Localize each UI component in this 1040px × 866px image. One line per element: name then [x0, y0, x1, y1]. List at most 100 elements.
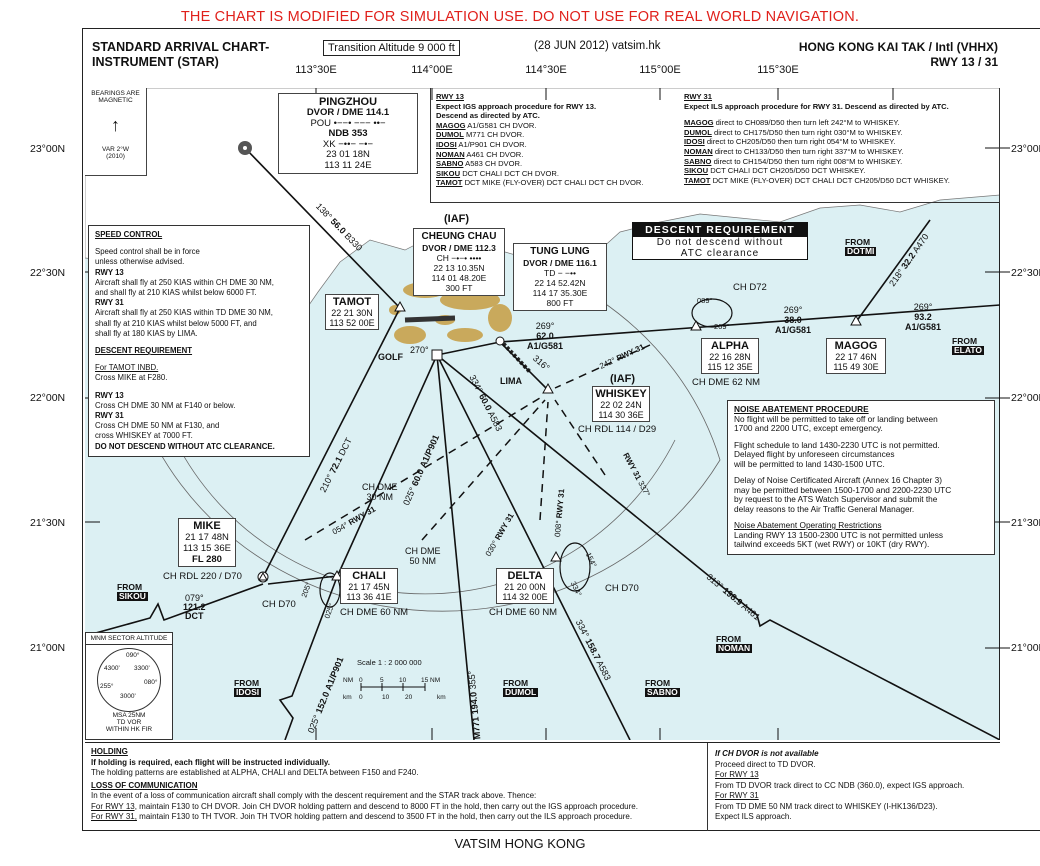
text-line: tailwind exceeds 5KT (wet RWY) or 10KT (…: [734, 539, 930, 549]
airway: A1/G581: [527, 341, 564, 351]
whiskey-radial: CH RDL 114 / D29: [578, 424, 657, 435]
route-noman: [436, 354, 1000, 740]
fix: SABNO: [684, 156, 712, 166]
course: 355°: [466, 670, 478, 690]
navaid-name: TUNG LUNG: [530, 246, 590, 257]
distance: 121.2: [183, 602, 206, 612]
fix: SIKOU: [436, 168, 461, 178]
route-desc: direct to CH205/D50 then turn right 054°…: [706, 137, 896, 147]
text-line: RWY 31: [95, 411, 124, 421]
course: 079°: [184, 593, 204, 603]
text-line: RWY 13: [95, 390, 124, 400]
longitude: 113 15 36E: [183, 543, 231, 554]
scale-tick: 10: [399, 677, 407, 684]
warning-line: DO NOT DESCEND WITHOUT ATC CLEARANCE.: [95, 441, 275, 451]
text-line: Aircraft shall fly at 250 KIAS within CH…: [95, 277, 274, 287]
dme-label: 30 NM: [366, 492, 393, 502]
text-line: and shall fly at 210 KIAS whilst below 6…: [95, 288, 257, 298]
airway: DCT: [185, 611, 204, 621]
text-line: may be permitted between 1500-1700 and 2…: [734, 484, 952, 495]
route-mike-chali: [267, 575, 338, 585]
longitude: 114 32 00E: [502, 592, 548, 602]
runway: RWY 31: [554, 488, 567, 519]
alpha-hold-inbound: 269°: [714, 322, 730, 331]
route-elato-alpha: [499, 304, 1000, 343]
navaid-type: DVOR / DME 114.1: [306, 107, 390, 118]
dme-label: CH DME: [362, 482, 398, 492]
text-line: cross WHISKEY at 7000 FT.: [95, 431, 193, 441]
course: 008°: [553, 520, 564, 538]
text-line: Cross MIKE at F280.: [95, 373, 168, 383]
footer-organization: VATSIM HONG KONG: [454, 836, 586, 851]
waypoint-name: ALPHA: [711, 340, 749, 352]
from-word: FROM: [503, 678, 529, 688]
fix: SABNO: [436, 159, 464, 169]
msa-footer: WITHIN HK FIR: [105, 726, 153, 733]
airway: A1/G581: [905, 322, 942, 332]
runway-13-approach-hatch: [404, 315, 456, 323]
fix: SIKOU: [684, 166, 709, 176]
course: 269°: [535, 321, 555, 331]
scale-tick: 20: [405, 694, 413, 701]
dme-label: 50 NM: [409, 556, 436, 566]
fix: TAMOT: [436, 178, 463, 188]
text-line: In the event of a loss of communication …: [91, 791, 537, 800]
latitude: 21 17 48N: [185, 532, 229, 543]
graticule-ticks: [85, 88, 1010, 740]
waypoint-lima: LIMA: [500, 376, 522, 386]
text-line: Flight schedule to land 1430-2230 UTC is…: [734, 439, 940, 450]
scale-tick: 0: [359, 694, 363, 701]
route-idosi: [278, 576, 338, 740]
rwy13-track: 270°: [410, 345, 429, 355]
bottom-notes: HOLDING If holding is required, each fli…: [85, 742, 1000, 831]
alpha-dme: CH DME 62 NM: [692, 377, 761, 388]
entry-fix: DOTMI: [845, 246, 877, 256]
chali-hold-fix: CH D70: [262, 599, 296, 610]
route-pou-tamot: [244, 147, 401, 309]
scale-tick: 15 NM: [421, 677, 441, 684]
text-line: unless otherwise advised.: [95, 257, 185, 267]
navaid-name: PINGZHOU: [318, 96, 378, 108]
text-line: shall fly at 210 KIAS whilst below 5000 …: [95, 318, 257, 328]
text-line: For TAMOT INBD.: [95, 363, 159, 373]
route-desc: DCT CHALI DCT CH205/D50 DCT WHISKEY.: [710, 166, 866, 176]
latitude: 22 17 46N: [835, 352, 877, 362]
route-desc: DCT MIKE (FLY-OVER) DCT CHALI DCT CH205/…: [712, 175, 950, 185]
fix: IDOSI: [436, 139, 457, 149]
elevation: 800 FT: [546, 298, 574, 308]
latitude-label: 23°00N: [30, 143, 66, 155]
notes-line: Descend as directed by ATC.: [436, 111, 540, 121]
rwy31-transitions: [304, 344, 651, 541]
route-desc: M771 CH DVOR.: [465, 130, 525, 140]
runway-designation: RWY 13 / 31: [930, 55, 998, 69]
morse-code: −••− −•−: [338, 138, 374, 150]
longitude: 115 12 35E: [707, 362, 753, 372]
ch-dme-30-arc: [174, 439, 676, 595]
rwy-ref: For RWY 13: [715, 770, 759, 779]
latitude-label-right: 21°30N: [1011, 517, 1040, 529]
rwy-ref: For RWY 31: [715, 791, 759, 800]
alpha-holding: [691, 298, 733, 328]
route-desc: A461 CH DVOR.: [466, 149, 524, 159]
notes-title: RWY 13: [436, 92, 464, 101]
msa-footer: TD VOR: [116, 719, 142, 726]
airway: M771: [470, 716, 483, 740]
route-desc: direct to CH154/D50 then turn right 008°…: [713, 156, 903, 166]
descent-requirement-box: DESCENT REQUIREMENT Do not descend witho…: [632, 222, 808, 260]
msa-title: MNM SECTOR ALTITUDE: [86, 633, 172, 645]
distance: 62.0: [536, 331, 554, 341]
variation-year: (2010): [106, 153, 125, 160]
entry-fix: NOMAN: [716, 643, 753, 653]
holding-loss-comm-notes: HOLDING If holding is required, each fli…: [91, 747, 703, 823]
navaid-type: DVOR / DME 116.1: [523, 258, 597, 268]
iaf-label: (IAF): [444, 213, 470, 225]
scale-tick: 5: [380, 677, 384, 684]
delta-hold-fix: CH D70: [605, 583, 639, 594]
noise-abatement-box: NOISE ABATEMENT PROCEDURE No flight will…: [727, 400, 995, 555]
